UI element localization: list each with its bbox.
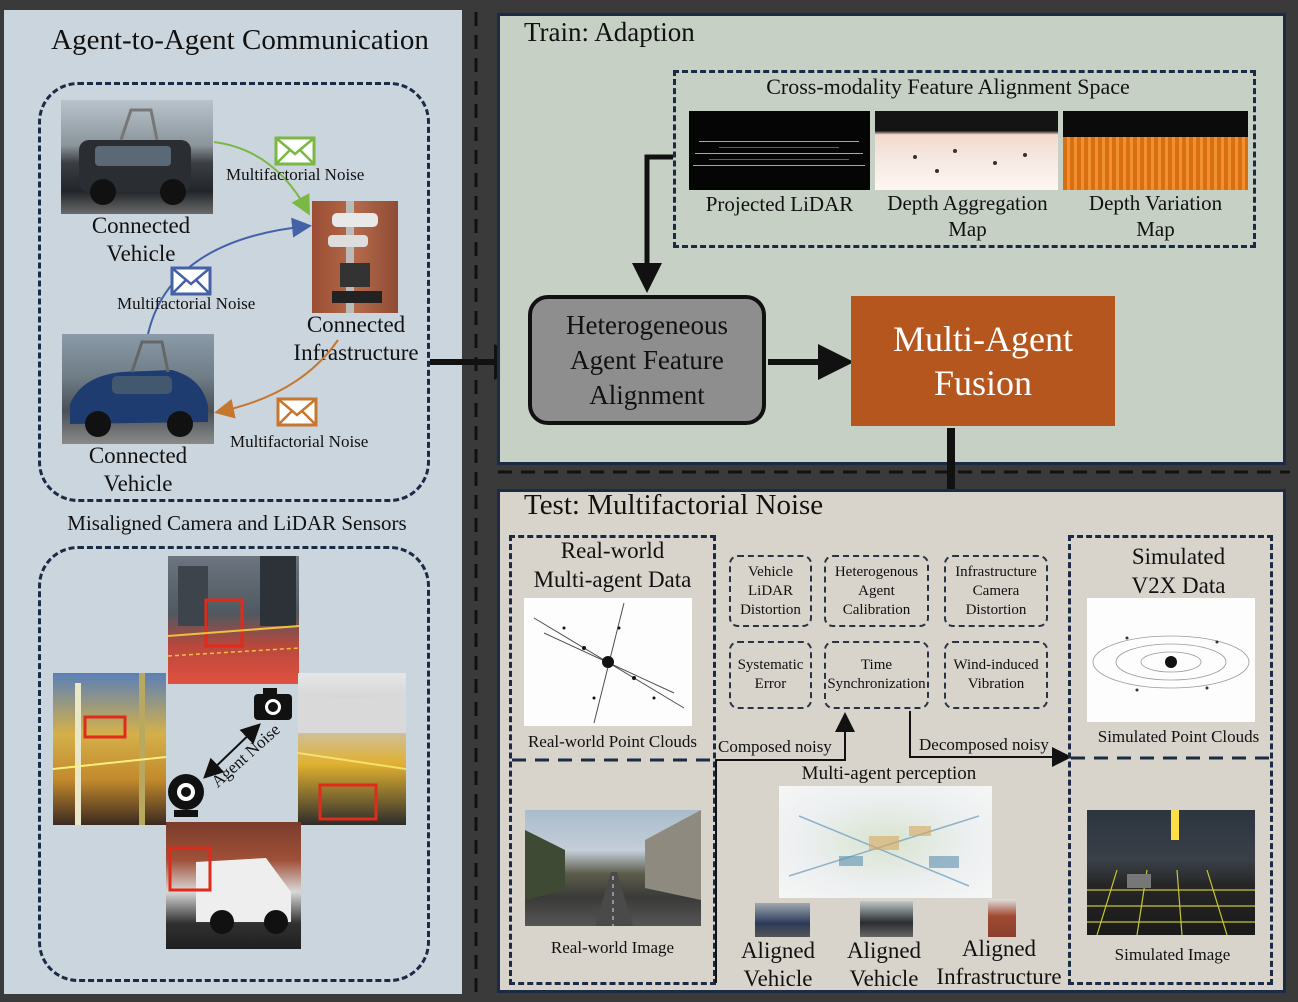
simulated-image: [1087, 810, 1255, 935]
sensors-title: Misaligned Camera and LiDAR Sensors: [67, 511, 407, 535]
depth-aggregation-label-2: Map: [948, 217, 987, 241]
sensor-image-bottom: [166, 822, 301, 949]
connected-vehicle-photo-top: [61, 100, 213, 214]
simulated-point-cloud: [1087, 598, 1255, 722]
noise-label-blue: Multifactorial Noise: [117, 294, 256, 313]
aligned-infrastructure-label-2: Infrastructure: [936, 964, 1062, 989]
depth-variation-map: [1063, 111, 1248, 190]
test-title: Test: Multifactorial Noise: [524, 489, 824, 521]
aligned-vehicle-2-label-1: Aligned: [846, 938, 922, 963]
aligned-vehicle-1-label-2: Vehicle: [743, 966, 813, 991]
simulated-title-2: V2X Data: [1131, 573, 1226, 598]
simulated-image-label: Simulated Image: [1114, 945, 1231, 964]
connected-vehicle-photo-bottom: [62, 334, 214, 444]
alignment-space-title: Cross-modality Feature Alignment Space: [766, 74, 1130, 99]
connected-vehicle-bottom-label-1: Connected: [88, 443, 188, 468]
communication-box: [38, 82, 430, 502]
real-world-title-2: Multi-agent Data: [533, 567, 692, 592]
aligned-vehicle-thumb-2: [860, 901, 913, 937]
depth-variation-label-1: Depth Variation: [1088, 191, 1223, 215]
alignment-space-box: [673, 70, 1256, 248]
noise-label-green: Multifactorial Noise: [226, 165, 365, 184]
sensor-image-left: [53, 673, 166, 825]
connected-vehicle-bottom-label-2: Vehicle: [103, 471, 173, 496]
left-title: Agent-to-Agent Communication: [51, 24, 429, 56]
depth-variation-label-2: Map: [1136, 217, 1175, 241]
connected-infrastructure-label-2: Infrastructure: [293, 340, 419, 365]
connected-infrastructure-label-1: Connected: [306, 312, 406, 337]
hafa-label-1: Heterogeneous: [566, 310, 728, 340]
fusion-label-2: Fusion: [933, 363, 1033, 403]
aligned-vehicle-1-label-1: Aligned: [740, 938, 816, 963]
aligned-vehicle-2-label-2: Vehicle: [849, 966, 919, 991]
connected-vehicle-top-label-1: Connected: [91, 213, 191, 238]
simulated-point-clouds-label: Simulated Point Clouds: [1097, 727, 1260, 746]
train-title: Train: Adaption: [524, 17, 695, 47]
aligned-infrastructure-thumb: [988, 899, 1016, 937]
real-world-point-cloud: [524, 598, 692, 726]
perception-title: Multi-agent perception: [801, 763, 977, 784]
hafa-label-2: Agent Feature: [570, 345, 724, 375]
simulated-title-1: Simulated: [1131, 544, 1226, 569]
multi-agent-fusion-box: [851, 296, 1115, 426]
depth-aggregation-label-1: Depth Aggregation: [887, 191, 1048, 215]
hafa-box: [528, 295, 766, 425]
real-world-point-clouds-label: Real-world Point Clouds: [527, 732, 698, 751]
depth-aggregation-map: [875, 111, 1058, 190]
decomposed-noisy-label: Decomposed noisy: [919, 735, 1049, 754]
real-world-image-label: Real-world Image: [550, 938, 675, 957]
perception-image: [779, 786, 992, 898]
projected-lidar-map: [689, 111, 870, 190]
projected-lidar-label: Projected LiDAR: [705, 192, 854, 216]
composed-noisy-label: Composed noisy: [718, 737, 832, 756]
sensors-box: [38, 546, 430, 982]
sensor-image-right: [298, 673, 406, 825]
real-world-box: [509, 535, 716, 985]
real-world-image: [525, 810, 701, 926]
connected-infrastructure-photo: [312, 201, 398, 313]
aligned-vehicle-thumb-1: [755, 903, 810, 937]
sensor-image-top: [168, 556, 299, 684]
simulated-box: [1068, 535, 1273, 985]
connected-vehicle-top-label-2: Vehicle: [106, 241, 176, 266]
fusion-label-1: Multi-Agent: [893, 319, 1073, 359]
hafa-label-3: Alignment: [589, 380, 705, 410]
noise-label-orange: Multifactorial Noise: [230, 432, 369, 451]
aligned-infrastructure-label-1: Aligned: [961, 936, 1037, 961]
real-world-title-1: Real-world: [560, 538, 665, 563]
